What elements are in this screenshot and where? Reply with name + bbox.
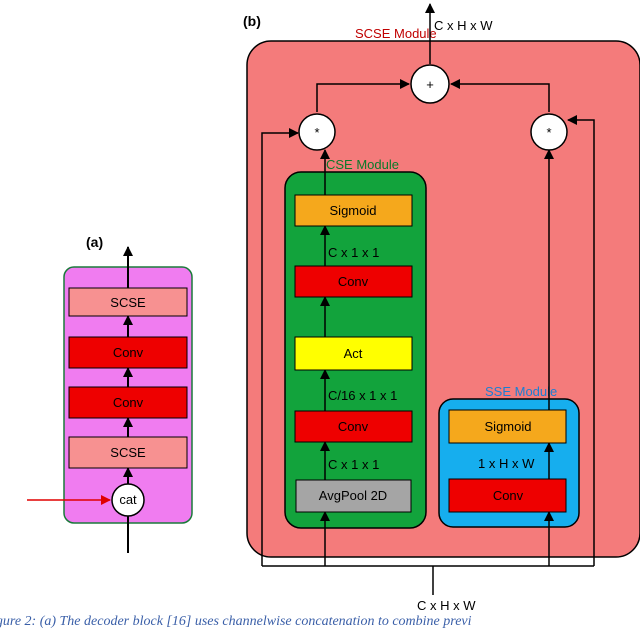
input-bypass-left [261,128,299,566]
dim-sse: 1 x H x W [478,456,535,471]
dim-c111-top: C x 1 x 1 [328,245,379,260]
decoder-scse-block-top: SCSE [68,287,188,317]
mult-node-right: * [530,113,568,151]
cse-avgpool-label: AvgPool 2D [319,488,387,503]
input-bypass-right [567,115,595,566]
plus-node: + [410,64,450,104]
left-mult-to-plus [316,79,410,112]
sse-conv-label: Conv [493,488,524,503]
cse-avgpool-block: AvgPool 2D [295,479,412,513]
decoder-conv-label-2: Conv [113,395,144,410]
sse-sigmoid-label: Sigmoid [485,419,532,434]
plus-label: + [426,77,434,92]
concat-node: cat [111,483,145,517]
cse-conv-bottom-label: Conv [338,419,369,434]
panel-a-label: (a) [86,234,103,250]
cse-conv-top-block: Conv [294,265,413,298]
dim-output: C x H x W [434,18,493,33]
cse-act-block: Act [294,336,413,371]
decoder-scse-block-bottom: SCSE [68,436,188,469]
sse-sigmoid-block: Sigmoid [448,409,567,444]
mult-node-left: * [298,113,336,151]
dim-input: C x H x W [417,598,476,613]
cse-conv-top-label: Conv [338,274,369,289]
decoder-conv-block-1: Conv [68,336,188,369]
dim-c16: C/16 x 1 x 1 [328,388,397,403]
decoder-conv-block-2: Conv [68,386,188,419]
decoder-conv-label-1: Conv [113,345,144,360]
sse-module-title: SSE Module [485,384,557,399]
scse-module-title: SCSE Module [355,26,437,41]
cse-sigmoid-block: Sigmoid [294,194,413,227]
decoder-scse-label-bottom: SCSE [110,445,146,460]
figure-caption-text: igure 2: (a) The decoder block [16] uses… [0,614,472,629]
cse-act-label: Act [344,346,363,361]
panel-b-label: (b) [243,13,261,29]
cse-sigmoid-label: Sigmoid [330,203,377,218]
concat-label: cat [119,492,137,507]
sse-conv-block: Conv [448,478,567,513]
right-mult-to-plus [450,79,550,112]
figure-caption: igure 2: (a) The decoder block [16] uses… [0,612,640,634]
mult-right-label: * [546,125,551,140]
cse-module-title: CSE Module [326,157,399,172]
mult-left-label: * [314,125,319,140]
decoder-scse-label-top: SCSE [110,295,146,310]
cse-conv-bottom-block: Conv [294,410,413,443]
dim-c111-bottom: C x 1 x 1 [328,457,379,472]
